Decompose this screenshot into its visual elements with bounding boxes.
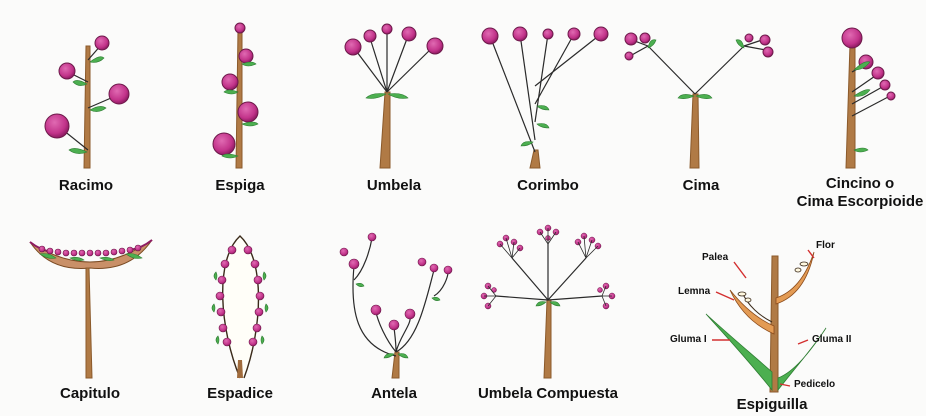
label-cincino: Cincino o Cima Escorpioide bbox=[797, 175, 924, 211]
part-lemna: Lemna bbox=[678, 286, 710, 297]
label-cima: Cima bbox=[683, 177, 720, 194]
espiguilla-drawing bbox=[706, 250, 826, 392]
antela-drawing bbox=[340, 233, 452, 378]
label-umbela: Umbela bbox=[367, 177, 421, 194]
label-espadice: Espadice bbox=[207, 385, 273, 402]
part-pedicelo: Pedicelo bbox=[794, 379, 835, 390]
label-racimo: Racimo bbox=[59, 177, 113, 194]
umbela-drawing bbox=[345, 24, 443, 168]
umbela-compuesta-drawing bbox=[481, 225, 615, 378]
label-espiguilla: Espiguilla bbox=[737, 396, 808, 413]
part-gluma2: Gluma II bbox=[812, 334, 851, 345]
racimo-drawing bbox=[45, 36, 129, 168]
part-gluma1: Gluma I bbox=[670, 334, 707, 345]
corimbo-drawing bbox=[482, 27, 608, 168]
label-cincino-line1: Cincino o bbox=[797, 175, 924, 193]
espiga-drawing bbox=[213, 23, 258, 168]
cima-drawing bbox=[625, 33, 773, 168]
capitulo-drawing bbox=[30, 240, 152, 378]
label-antela: Antela bbox=[371, 385, 417, 402]
label-capitulo: Capitulo bbox=[60, 385, 120, 402]
label-espiga: Espiga bbox=[215, 177, 264, 194]
part-flor: Flor bbox=[816, 240, 835, 251]
label-cincino-line2: Cima Escorpioide bbox=[797, 193, 924, 211]
cincino-drawing bbox=[842, 28, 895, 168]
espadice-drawing bbox=[212, 236, 268, 378]
label-corimbo: Corimbo bbox=[517, 177, 579, 194]
label-umbela-compuesta: Umbela Compuesta bbox=[478, 385, 618, 402]
part-palea: Palea bbox=[702, 252, 728, 263]
